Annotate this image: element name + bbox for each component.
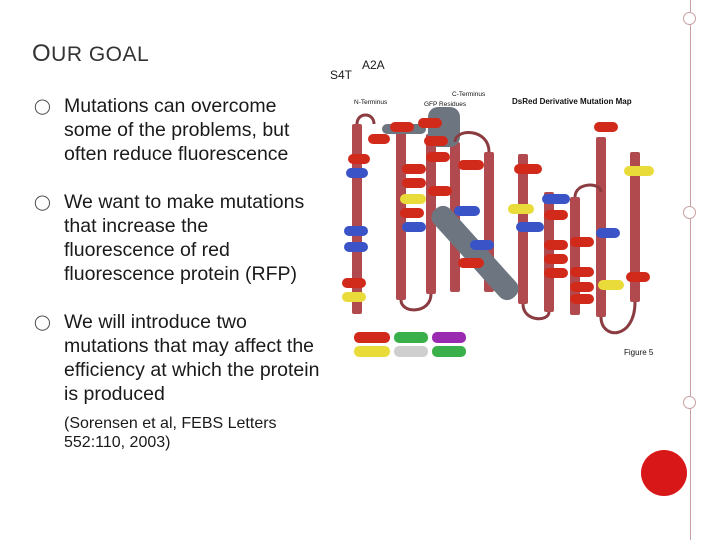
decorative-ring	[683, 12, 696, 25]
mutation-tags-yellow	[342, 166, 654, 302]
slide-title: OUR GOAL	[32, 40, 150, 67]
gfp-label: GFP Residues	[424, 101, 467, 108]
citation: (Sorensen et al, FEBS Letters 552:110, 2…	[64, 415, 277, 451]
bullet-marker-icon: ◯	[34, 314, 51, 331]
bullet-item: ◯ Mutations can overcome some of the pro…	[34, 95, 290, 165]
c-terminus-label: C-Terminus	[452, 91, 486, 98]
bullet-marker-icon: ◯	[34, 194, 51, 211]
bullet-list: ◯ Mutations can overcome some of the pro…	[34, 94, 324, 452]
bullet-marker-icon: ◯	[34, 98, 51, 115]
annotation-s4t: S4T	[330, 68, 353, 82]
legend-chips	[354, 332, 466, 357]
n-terminus-label: N-Terminus	[354, 99, 388, 106]
figure-caption: Figure 5	[624, 348, 654, 357]
decorative-rule	[690, 0, 691, 540]
figure-title: DsRed Derivative Mutation Map	[512, 97, 632, 106]
mutation-map-figure: N-Terminus C-Terminus GFP Residues DsRed…	[334, 82, 666, 364]
bullet-item: ◯ We will introduce two mutations that m…	[34, 311, 320, 405]
decorative-ring	[683, 396, 696, 409]
loops	[355, 113, 637, 335]
bullet-item: ◯ We want to make mutations that increas…	[34, 191, 305, 285]
mutation-tags-blue	[344, 168, 620, 252]
mutation-tags-red	[342, 118, 650, 304]
red-dot-decoration	[641, 450, 687, 496]
decorative-ring	[683, 206, 696, 219]
annotation-a2a: A2A	[362, 58, 385, 72]
